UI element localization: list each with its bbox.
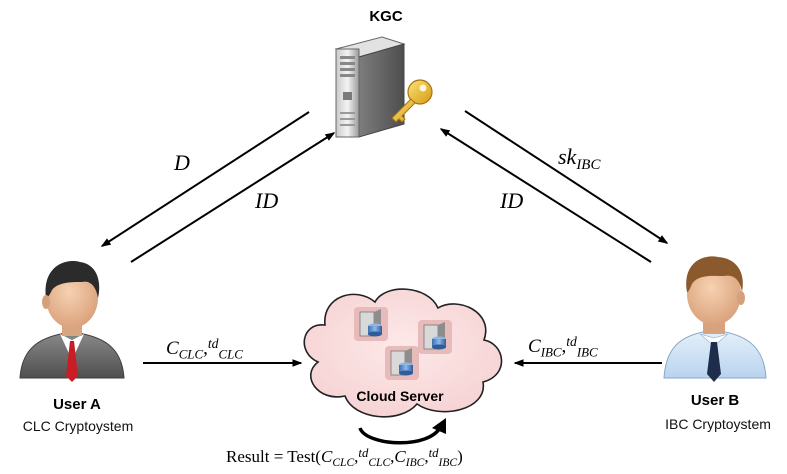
loop-arrow xyxy=(358,425,443,445)
user-b-avatar xyxy=(663,256,767,382)
kgc-label: KGC xyxy=(369,8,403,25)
arrow-user-b-to-kgc xyxy=(439,128,652,263)
label-c-ibc-td-ibc: CIBC,tdIBC xyxy=(528,334,598,360)
database-server-icon-2 xyxy=(418,320,452,354)
loop-arrowhead xyxy=(432,418,446,434)
label-id-right: ID xyxy=(500,188,524,213)
result-formula: Result = Test(CCLC,tdCLC,CIBC,tdIBC) xyxy=(226,446,463,470)
label-sk-ibc: skIBC xyxy=(558,144,601,174)
label-c-clc-td-clc: CCLC,tdCLC xyxy=(166,336,243,362)
arrow-kgc-to-user-b xyxy=(464,110,669,244)
arrow-user-a-to-kgc xyxy=(130,132,336,263)
cloud-server-label: Cloud Server xyxy=(356,388,444,404)
user-a-system-label: CLC Cryptoystem xyxy=(22,418,134,434)
user-b-system-label: IBC Cryptoystem xyxy=(665,416,771,432)
database-server-icon-1 xyxy=(354,307,388,341)
database-server-icon-3 xyxy=(385,346,419,380)
label-id-left: ID xyxy=(255,188,279,213)
arrow-kgc-to-user-a xyxy=(100,111,310,247)
label-d: D xyxy=(174,150,190,175)
user-a-avatar xyxy=(19,261,125,382)
user-a-label: User A xyxy=(53,396,101,413)
kgc-server-icon xyxy=(334,36,406,138)
user-b-label: User B xyxy=(690,392,740,409)
key-icon xyxy=(391,79,433,123)
